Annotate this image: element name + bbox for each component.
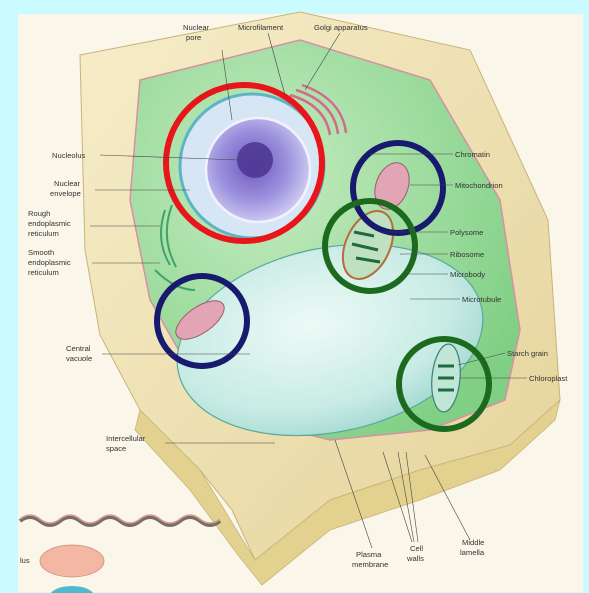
label-chromatin: Chromatin [455, 150, 490, 159]
label-golgi-apparatus: Golgi apparatus [314, 23, 368, 32]
label-microtubule: Microtubule [462, 295, 501, 304]
label-ribosome: Ribosome [450, 250, 484, 259]
legend-nucleolus-icon [40, 545, 104, 577]
nucleolus [237, 142, 273, 178]
label-mitochondrion: Mitochondrion [455, 181, 503, 190]
label-chloroplast: Chloroplast [529, 374, 568, 383]
label-nucleolus: Nucleolus [52, 151, 86, 160]
label-polysome: Polysome [450, 228, 483, 237]
legend-cyan-icon [50, 586, 94, 593]
label-microfilament: Microfilament [238, 23, 284, 32]
label-microbody: Microbody [450, 270, 485, 279]
label-starch-grain: Starch grain [507, 349, 548, 358]
label-legend-fragment: lus [20, 556, 30, 565]
